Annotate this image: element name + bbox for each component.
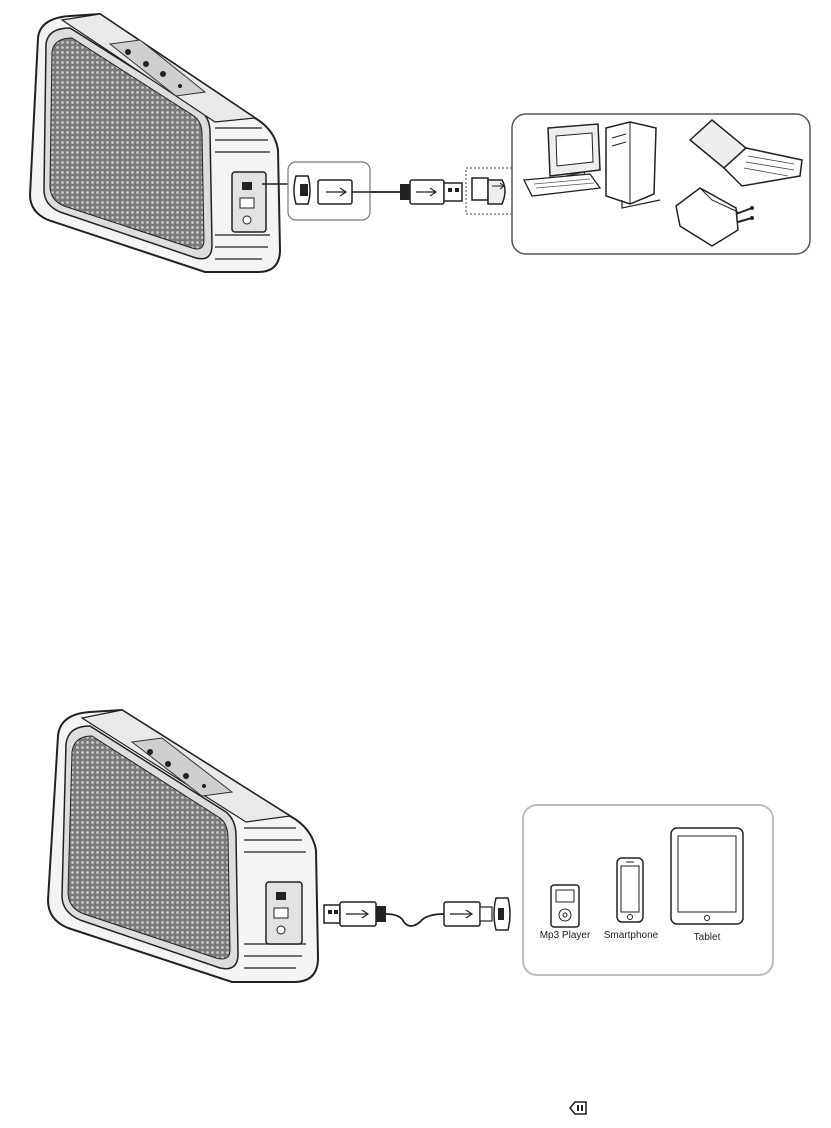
device-label-smartphone: Smartphone bbox=[604, 930, 659, 941]
charging-diagram bbox=[0, 0, 831, 280]
usb-cable bbox=[324, 898, 510, 930]
usb-port-callout bbox=[466, 168, 516, 214]
smartphone-icon bbox=[617, 858, 643, 922]
speaker-illustration bbox=[30, 14, 280, 272]
speaker-illustration bbox=[48, 710, 318, 982]
charging-diagram-svg bbox=[0, 0, 831, 280]
device-label-tablet: Tablet bbox=[694, 932, 721, 943]
device-label-mp3: Mp3 Player bbox=[540, 930, 591, 941]
power-bank-diagram-svg: Mp3 Player Smartphone Tablet bbox=[0, 700, 831, 1030]
battery-icon bbox=[568, 1100, 588, 1116]
usb-cable bbox=[370, 180, 462, 204]
power-sources-panel bbox=[512, 114, 810, 254]
tablet-icon bbox=[671, 828, 743, 924]
devices-panel: Mp3 Player Smartphone Tablet bbox=[523, 805, 773, 975]
mp3-player-icon bbox=[551, 885, 579, 927]
power-bank-diagram: Mp3 Player Smartphone Tablet bbox=[0, 700, 831, 1030]
